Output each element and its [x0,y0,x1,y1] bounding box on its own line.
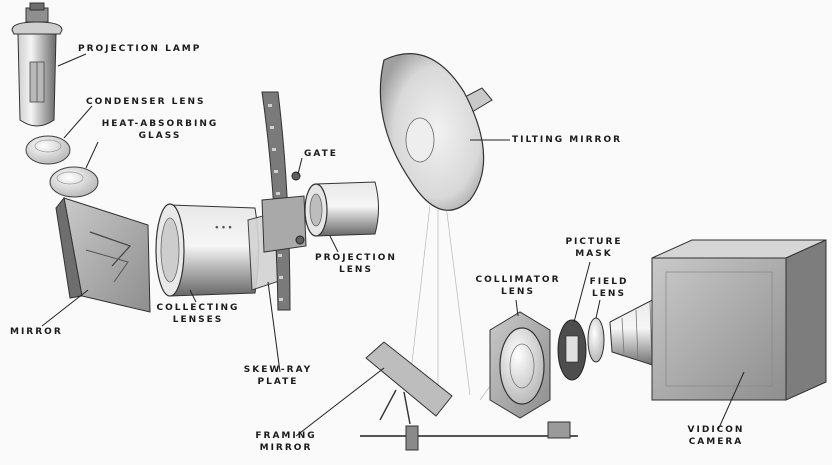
label-collecting-lenses: COLLECTING LENSES [150,302,246,326]
projection-lens [305,182,379,236]
label-framing-mirror-line-2: MIRROR [246,442,326,454]
picture-mask [558,320,586,380]
heat-absorbing-glass [50,167,98,197]
label-projection-lens: PROJECTION LENS [308,252,404,276]
label-tilting-mirror: TILTING MIRROR [512,134,622,146]
label-projection-lens-line-2: LENS [308,264,404,276]
label-vidicon-camera-line-1: VIDICON [674,424,758,436]
label-collecting-lenses-line-2: LENSES [150,314,246,326]
tilting-mirror [380,54,492,211]
label-collimator-lens-line-2: LENS [470,286,566,298]
svg-text:∙∙∙: ∙∙∙ [214,223,234,233]
label-skew-ray-plate-line-2: PLATE [238,376,318,388]
label-picture-mask-line-1: PICTURE [560,236,628,248]
vidicon-camera [652,240,826,400]
label-skew-ray-plate-line-1: SKEW-RAY [238,364,318,376]
label-field-lens-line-2: LENS [584,288,634,300]
projection-lamp [12,3,62,126]
label-projection-lens-line-1: PROJECTION [308,252,404,264]
label-collecting-lenses-line-1: COLLECTING [150,302,246,314]
label-condenser-lens: CONDENSER LENS [86,96,206,108]
label-heat-absorbing-glass: HEAT-ABSORBING GLASS [100,118,220,142]
label-framing-mirror-line-1: FRAMING [246,430,326,442]
label-picture-mask: PICTURE MASK [560,236,628,260]
label-picture-mask-line-2: MASK [560,248,628,260]
label-collimator-lens: COLLIMATOR LENS [470,274,566,298]
framing-mirror [366,342,452,424]
label-heat-absorbing-glass-line-1: HEAT-ABSORBING [100,118,220,130]
label-gate: GATE [304,148,338,160]
label-heat-absorbing-glass-line-2: GLASS [100,130,220,142]
label-vidicon-camera-line-2: CAMERA [674,436,758,448]
label-framing-mirror: FRAMING MIRROR [246,430,326,454]
field-lens [588,318,604,362]
label-mirror: MIRROR [10,326,63,338]
collecting-lenses: ∙∙∙ [156,204,259,296]
label-field-lens-line-1: FIELD [584,276,634,288]
label-projection-lamp: PROJECTION LAMP [78,43,201,55]
condenser-lens [26,136,70,164]
label-skew-ray-plate: SKEW-RAY PLATE [238,364,318,388]
base-rod [360,422,578,450]
label-field-lens: FIELD LENS [584,276,634,300]
label-collimator-lens-line-1: COLLIMATOR [470,274,566,286]
label-vidicon-camera: VIDICON CAMERA [674,424,758,448]
collimator-lens [490,312,550,418]
mirror [56,198,150,312]
